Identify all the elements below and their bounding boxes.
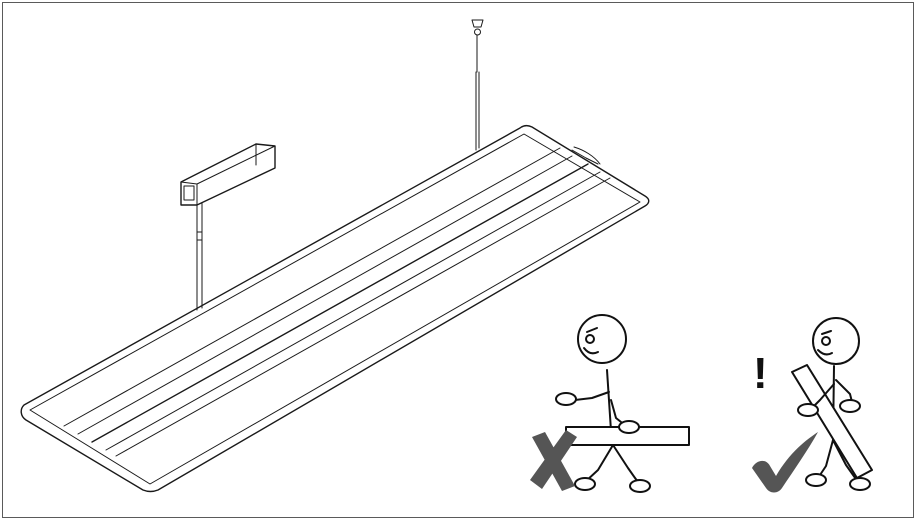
cross-icon (530, 430, 577, 491)
suspension-rod-left (196, 202, 203, 311)
luminaire-panel (20, 124, 650, 493)
diagram-frame (2, 2, 914, 518)
warning-exclamation-mark: ! (753, 349, 768, 398)
driver-box (180, 143, 276, 206)
panel-vertical (791, 364, 873, 479)
check-icon (752, 432, 818, 493)
ceiling-anchor-right (471, 19, 484, 151)
figure-correct-handling (791, 317, 873, 491)
figure-wrong-handling (555, 314, 690, 493)
